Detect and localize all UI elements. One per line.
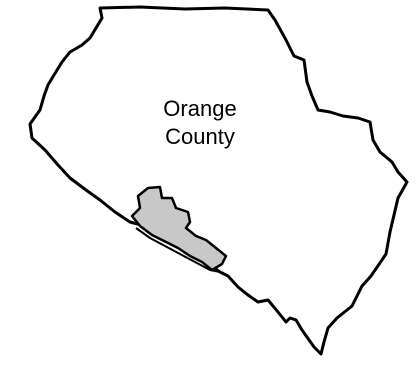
county-label-line2: County <box>165 124 235 149</box>
county-label-line1: Orange <box>163 96 236 121</box>
highlighted-coastal-area <box>130 185 228 272</box>
coastline-strip <box>135 227 221 273</box>
orange-county-boundary <box>28 5 409 356</box>
